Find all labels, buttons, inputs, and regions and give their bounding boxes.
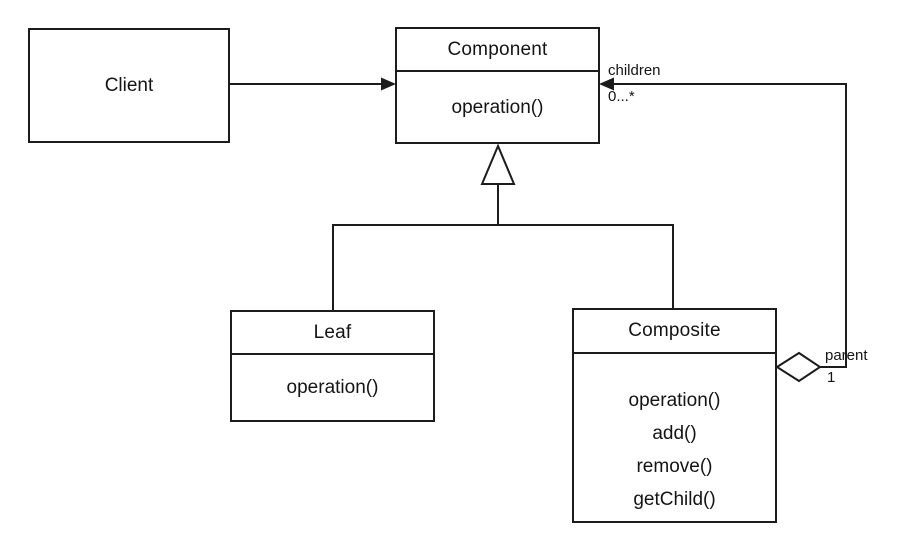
children-multiplicity-label: 0...* — [608, 88, 635, 105]
method-label: operation() — [286, 377, 379, 398]
class-name-client: Client — [104, 74, 154, 96]
method-label: getChild() — [633, 489, 716, 510]
class-name-composite: Composite — [574, 310, 775, 354]
method-label: add() — [652, 423, 697, 444]
client-component-arrowhead — [381, 77, 396, 91]
children-role-label: children — [608, 62, 661, 79]
class-methods-leaf: operation() — [232, 355, 433, 420]
method-label: remove() — [636, 456, 713, 477]
class-box-composite: Composite operation() add() remove() get… — [572, 308, 777, 523]
class-name-component: Component — [397, 29, 598, 72]
class-name-leaf: Leaf — [232, 312, 433, 355]
children-association-line — [612, 83, 847, 368]
aggregation-diamond — [775, 351, 822, 383]
inheritance-triangle — [480, 143, 516, 185]
class-box-component: Component operation() — [395, 27, 600, 144]
class-box-client: Client — [28, 28, 230, 143]
method-label: operation() — [628, 390, 721, 411]
parent-role-label: parent — [825, 347, 868, 364]
class-methods-component: operation() — [397, 72, 598, 142]
class-box-leaf: Leaf operation() — [230, 310, 435, 422]
parent-multiplicity-label: 1 — [827, 369, 836, 386]
class-methods-composite: operation() add() remove() getChild() — [574, 354, 775, 521]
method-label: operation() — [451, 96, 544, 118]
children-arrowhead — [599, 77, 614, 91]
